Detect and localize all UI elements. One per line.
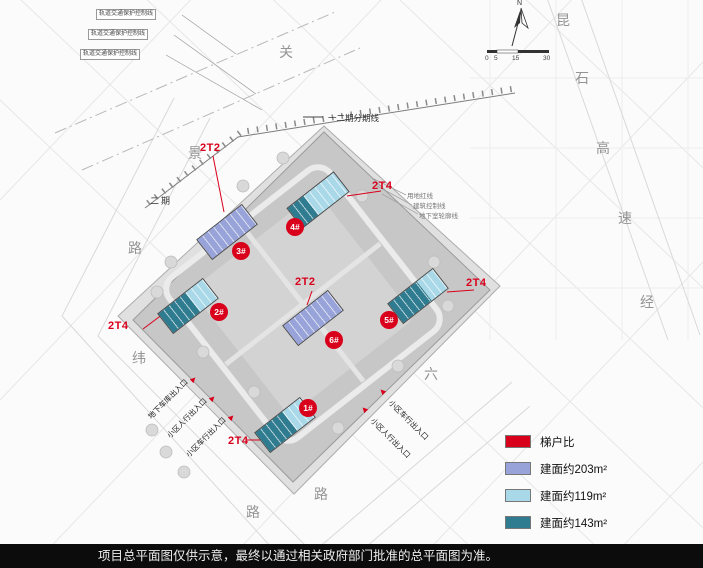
protection-label-leaders <box>165 14 263 111</box>
road-char-wei: 纬 <box>132 352 146 367</box>
legend-swatch-ratio <box>505 435 531 448</box>
legend-label-203: 建面约203m² <box>540 463 608 476</box>
type-label-4: 2T4 <box>372 180 393 192</box>
road-char-jing: 经 <box>640 296 654 311</box>
building-badge-4: 4# <box>286 218 304 236</box>
scale-bar <box>487 49 549 54</box>
road-char-lu2: 路 <box>246 506 260 521</box>
legend-label-ratio: 梯户比 <box>540 436 575 449</box>
building-badge-3: 3# <box>232 242 250 260</box>
type-label-5: 2T4 <box>466 277 487 289</box>
phase-dividing-line <box>144 85 519 209</box>
disclaimer-bar: 项目总平面图仅供示意，最终以通过相关政府部门批准的总平面图为准。 <box>0 544 703 568</box>
building-badge-2: 2# <box>210 303 228 321</box>
legend: 梯户比 建面约203m² 建面约119m² 建面约143m² <box>505 428 607 536</box>
rail-protection-lines <box>54 11 361 171</box>
protection-label-2: 轨道交通保护控制线 <box>88 29 149 40</box>
scale-tick-0: 0 <box>485 55 489 62</box>
legend-swatch-119 <box>505 489 531 502</box>
legend-label-143: 建面约143m² <box>540 517 608 530</box>
road-char-guan: 关 <box>279 46 293 61</box>
scale-tick-30: 30 <box>543 55 551 62</box>
legend-row-ratio: 梯户比 <box>505 428 607 455</box>
north-label: N <box>517 0 523 7</box>
boundary-note-basement: 地下室轮廓线 <box>419 213 458 220</box>
surrounding-roads <box>61 0 701 568</box>
legend-row-143: 建面约143m² <box>505 509 607 536</box>
boundary-note-control: 建筑控制线 <box>413 203 446 210</box>
road-char-jing2: 景 <box>188 147 202 162</box>
legend-swatch-143 <box>505 516 531 529</box>
road-char-su: 速 <box>618 212 632 227</box>
phase2-label: 二期 <box>150 196 173 206</box>
type-label-6: 2T2 <box>295 276 316 288</box>
boundary-note-redline: 用地红线 <box>407 193 433 200</box>
type-label-2: 2T4 <box>108 320 129 332</box>
boundary-note-leaders <box>371 177 419 215</box>
scale-tick-5: 5 <box>494 55 498 62</box>
building-badge-5: 5# <box>380 311 398 329</box>
road-char-liu: 六 <box>424 368 438 383</box>
road-char-lu1: 路 <box>128 242 142 257</box>
road-char-lu3: 路 <box>314 488 328 503</box>
building-badge-6: 6# <box>325 331 343 349</box>
scale-tick-15: 15 <box>512 55 520 62</box>
type-label-3: 2T2 <box>200 142 221 154</box>
protection-label-1: 轨道交通保护控制线 <box>96 9 157 20</box>
road-char-shi: 石 <box>575 72 589 87</box>
legend-swatch-203 <box>505 462 531 475</box>
legend-row-203: 建面约203m² <box>505 455 607 482</box>
north-arrow-icon <box>511 7 529 47</box>
legend-row-119: 建面约119m² <box>505 482 607 509</box>
road-char-gao: 高 <box>596 142 610 157</box>
phase-line-label: 一二期分期线 <box>328 113 380 123</box>
background-grid-ortho <box>470 0 703 340</box>
disclaimer-text: 项目总平面图仅供示意，最终以通过相关政府部门批准的总平面图为准。 <box>98 549 499 563</box>
building-badge-1: 1# <box>299 399 317 417</box>
protection-label-3: 轨道交通保护控制线 <box>80 49 141 60</box>
type-label-1: 2T4 <box>228 435 249 447</box>
road-char-kun: 昆 <box>556 14 570 29</box>
landscape-trees <box>145 151 455 479</box>
legend-label-119: 建面约119m² <box>540 490 607 503</box>
